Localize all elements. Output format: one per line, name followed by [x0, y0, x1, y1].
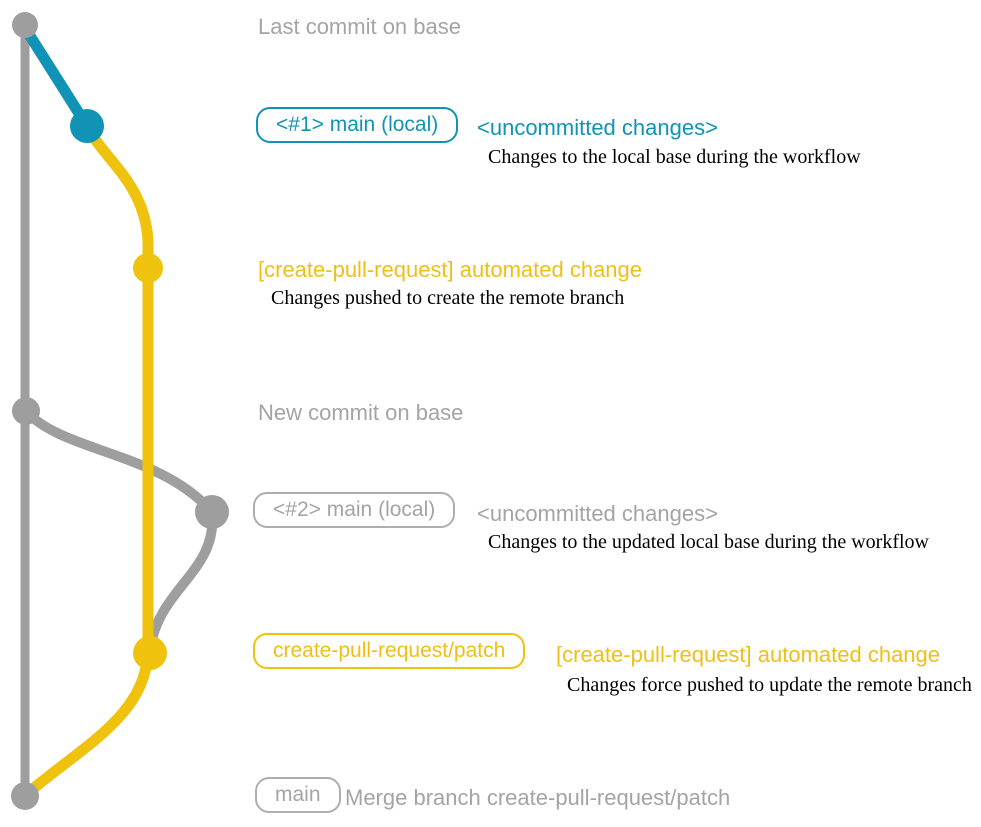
commit-node-automated-change-1 — [133, 253, 163, 283]
patch-branch-line — [81, 120, 154, 659]
desc-uncommitted-changes-1: Changes to the local base during the wor… — [488, 146, 861, 168]
desc-automated-change-1: Changes pushed to create the remote bran… — [271, 287, 625, 309]
updated-main-branch-down-line — [145, 507, 218, 655]
badge-main: main — [255, 777, 341, 813]
commit-node-new-base — [12, 397, 40, 425]
patch-merge-line — [23, 647, 154, 798]
commit-node-main-local-2 — [195, 495, 229, 529]
title-automated-change-2: [create-pull-request] automated change — [556, 642, 941, 667]
desc-uncommitted-changes-2: Changes to the updated local base during… — [488, 531, 929, 553]
desc-automated-change-2: Changes force pushed to update the remot… — [567, 674, 972, 696]
local-main-branch-line — [19, 22, 93, 132]
title-uncommitted-changes-2: <uncommitted changes> — [477, 501, 718, 526]
badge-main-local-1: <#1> main (local) — [256, 107, 459, 143]
commit-node-last-base — [12, 12, 38, 38]
title-automated-change-1: [create-pull-request] automated change — [258, 257, 643, 282]
label-new-commit-on-base: New commit on base — [258, 400, 464, 425]
badge-create-pull-request-patch: create-pull-request/patch — [253, 633, 526, 669]
updated-main-branch-out-line — [21, 406, 217, 517]
commit-node-automated-change-2 — [133, 636, 167, 670]
commit-node-main-local-1 — [70, 109, 104, 143]
badge-main-local-2: <#2> main (local) — [253, 492, 456, 528]
label-merge-branch: Merge branch create-pull-request/patch — [345, 785, 731, 810]
commit-node-merge — [11, 782, 39, 810]
title-uncommitted-changes-1: <uncommitted changes> — [477, 115, 718, 140]
label-last-commit-on-base: Last commit on base — [258, 14, 461, 39]
